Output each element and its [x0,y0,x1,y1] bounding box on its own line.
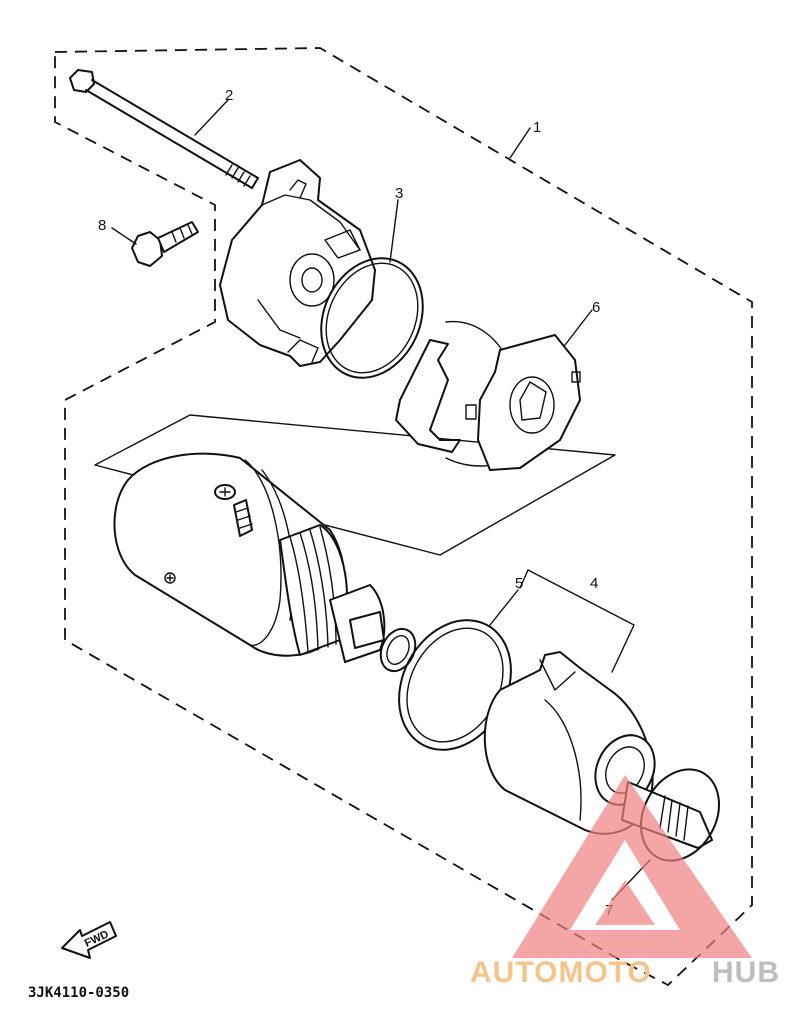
callout-5: 5 [515,575,523,592]
watermark-logo [512,775,752,958]
callout-3: 3 [395,185,403,202]
callout-1: 1 [533,119,541,136]
watermark-triangle [512,775,752,958]
brush-holder [395,321,581,471]
fwd-arrow: FWD [61,921,117,959]
callout-8: 8 [98,217,106,234]
watermark-text-b: HUB [712,956,780,989]
drawing-code: 3JK4110-0350 [28,985,129,1001]
through-bolt [69,69,259,189]
callout-2: 2 [225,87,233,104]
callout-6: 6 [592,299,600,316]
front-cover [219,159,376,367]
o-ring-3 [320,257,424,379]
screw [131,221,199,267]
motor-yoke [113,452,386,663]
rear-housing [483,651,713,849]
assembly-boundary [54,47,753,987]
small-ring [379,627,417,673]
watermark-text-a: AUTOMOTO [470,956,652,989]
callout-4: 4 [590,575,598,592]
